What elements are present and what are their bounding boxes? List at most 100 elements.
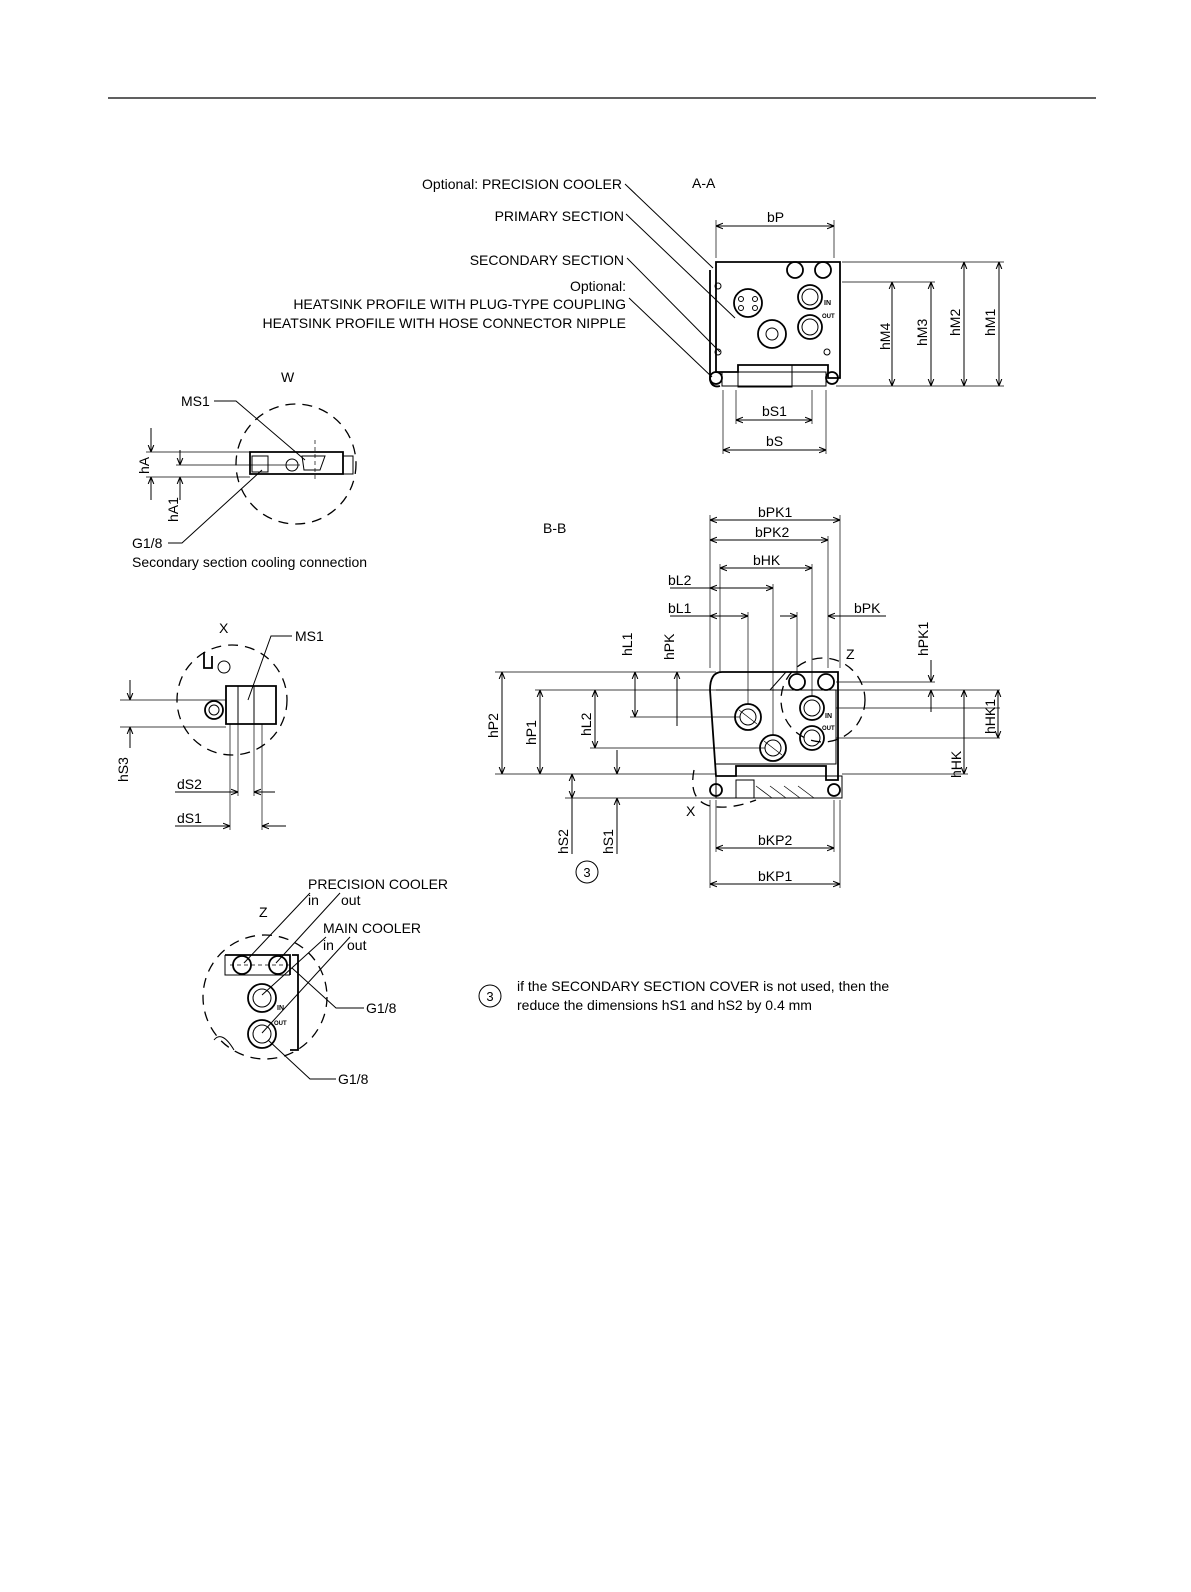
dim-bs-label: bS <box>766 433 783 449</box>
bb-housing <box>709 671 839 781</box>
w-profile <box>249 451 344 475</box>
section-aa-label: A-A <box>692 175 716 191</box>
dim-hl2-label: hL2 <box>578 712 594 736</box>
z-precision-out: out <box>341 892 361 908</box>
z-g18-label-2: G1/8 <box>338 1071 369 1087</box>
bb-main-port-in-inner <box>803 699 821 717</box>
dim-bkp2-label: bKP2 <box>758 832 792 848</box>
aa-main-port-out <box>797 314 823 340</box>
x-screw <box>217 660 231 674</box>
bb-hatch <box>755 785 815 799</box>
bb-secondary-cover <box>715 775 843 799</box>
detail-w-view: W MS1 hA hA1 G1/8 Secondary section cool… <box>132 369 367 570</box>
leader-heatsink <box>628 297 713 378</box>
dim-hhk1-label: hHK1 <box>982 699 998 734</box>
detail-z-view: Z PRECISION COOLER in out MAIN COOLER in… <box>202 876 448 1087</box>
aa-connector-bottom-inner <box>765 327 779 341</box>
x-nipple-inner <box>208 704 220 716</box>
aa-pin-2 <box>752 296 758 302</box>
bb-precision-port-in <box>788 673 806 691</box>
z-leader-precision-out <box>275 892 341 964</box>
bb-main-port-out <box>799 725 825 751</box>
dim-ha-label: hA <box>136 456 152 474</box>
dim-bpk2-label: bPK2 <box>755 524 789 540</box>
label-heatsink-plug: HEATSINK PROFILE WITH PLUG-TYPE COUPLING <box>293 296 626 312</box>
x-ms1-label: MS1 <box>295 628 324 644</box>
aa-connector-bottom <box>757 319 787 349</box>
z-leader-precision-in <box>243 892 311 964</box>
label-primary-section: PRIMARY SECTION <box>495 208 624 224</box>
aa-precision-port-a <box>786 261 804 279</box>
w-port-left <box>251 455 269 473</box>
aa-pin-3 <box>738 305 744 311</box>
w-port-right <box>301 455 326 471</box>
footnote-line-1: if the SECONDARY SECTION COVER is not us… <box>517 978 889 994</box>
dim-hs3-label: hS3 <box>115 757 131 782</box>
label-optional-precision-cooler: Optional: PRECISION COOLER <box>422 176 622 192</box>
aa-secondary-block <box>737 364 793 388</box>
aa-nipple-right <box>825 371 839 385</box>
bb-precision-port-out <box>817 673 835 691</box>
z-main-out: out <box>347 937 367 953</box>
z-g18-leader-2 <box>267 1039 336 1080</box>
dim-hs1-label: hS1 <box>600 829 616 854</box>
dim-bl1-label: bL1 <box>668 600 692 616</box>
w-ms1-leader <box>214 400 306 461</box>
w-g18-label: G1/8 <box>132 535 163 551</box>
section-aa-view: A-A Optional: PRECISION COOLER PRIMARY S… <box>262 175 1004 454</box>
z-main-port-out-inner <box>252 1024 272 1044</box>
w-cooling-caption: Secondary section cooling connection <box>132 554 367 570</box>
z-leader-main-in <box>261 936 327 996</box>
aa-main-port-out-inner <box>801 318 819 336</box>
z-main-port-out <box>247 1019 277 1049</box>
w-end-cap <box>343 455 354 475</box>
dim-ha1-label: hA1 <box>165 497 181 522</box>
detail-x-label: X <box>219 620 229 636</box>
z-top-edge <box>225 954 291 975</box>
bb-note-ref: 3 <box>583 865 590 880</box>
z-top-block <box>224 955 290 976</box>
x-nipple <box>204 700 224 720</box>
z-main-in: in <box>323 937 334 953</box>
dim-bp-label: bP <box>767 209 784 225</box>
bb-note-ref-circle <box>575 860 599 884</box>
bb-port-out-label: OUT <box>822 726 835 732</box>
aa-precision-port-b <box>814 261 832 279</box>
z-port-out-label: OUT <box>274 1021 287 1027</box>
aa-main-port-in <box>797 284 823 310</box>
detail-z-label: Z <box>259 904 268 920</box>
aa-connector-top <box>733 288 763 318</box>
leader-secondary-section <box>626 257 721 353</box>
z-leader-main-out <box>261 936 351 1034</box>
x-bracket <box>203 652 213 669</box>
dim-hpk-label: hPK <box>661 633 677 660</box>
x-ms1-leader <box>247 635 292 701</box>
footnote-ref-circle <box>478 984 502 1008</box>
aa-port-out-label: OUT <box>822 314 835 320</box>
aa-screw-1 <box>714 282 722 290</box>
label-heatsink-hose: HEATSINK PROFILE WITH HOSE CONNECTOR NIP… <box>262 315 626 331</box>
z-precision-port-in <box>232 955 252 975</box>
label-secondary-section: SECONDARY SECTION <box>470 252 624 268</box>
bb-port-in-label: IN <box>825 713 832 720</box>
dim-bs1-label: bS1 <box>762 403 787 419</box>
bb-connector-hatch <box>738 709 783 756</box>
dim-bpk1-label: bPK1 <box>758 504 792 520</box>
dim-hp2-label: hP2 <box>485 713 501 738</box>
dim-bkp1-label: bKP1 <box>758 868 792 884</box>
dim-hpk1-label: hPK1 <box>915 622 931 656</box>
detail-w-label: W <box>281 369 295 385</box>
dim-hm4-label: hM4 <box>877 323 893 350</box>
z-precision-port-out <box>268 955 288 975</box>
dim-hp1-label: hP1 <box>523 720 539 745</box>
z-g18-label-1: G1/8 <box>366 1000 397 1016</box>
z-port-in-label: IN <box>277 1005 284 1012</box>
footnote-line-2: reduce the dimensions hS1 and hS2 by 0.4… <box>517 997 812 1013</box>
bb-nipple-right <box>827 783 841 797</box>
bb-inner-wall <box>716 689 837 765</box>
aa-nipple-left <box>709 371 723 385</box>
dim-bhk-label: bHK <box>753 552 781 568</box>
dim-hm2-label: hM2 <box>947 309 963 336</box>
dim-ds2-label: dS2 <box>177 776 202 792</box>
